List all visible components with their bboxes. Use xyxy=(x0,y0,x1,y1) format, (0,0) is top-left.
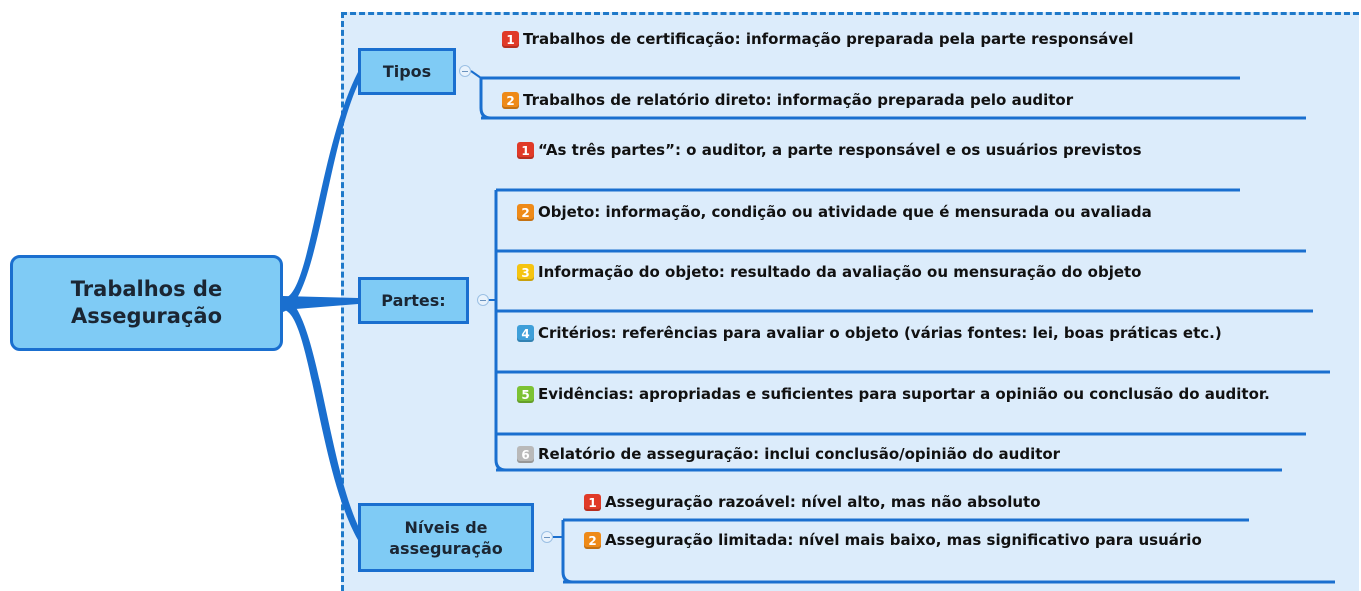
leaf-partes-3[interactable]: 3 Informação do objeto: resultado da ava… xyxy=(517,262,1317,283)
priority-1-icon: 1 xyxy=(502,31,519,48)
leaf-label: Relatório de asseguração: inclui conclus… xyxy=(538,445,1061,463)
branch-tipos[interactable]: Tipos xyxy=(358,48,456,95)
leaf-tipos-2[interactable]: 2 Trabalhos de relatório direto: informa… xyxy=(502,90,1302,111)
leaf-label: Asseguração limitada: nível mais baixo, … xyxy=(605,531,1202,549)
branch-niveis[interactable]: Níveis de asseguração xyxy=(358,503,534,572)
leaf-label: Critérios: referências para avaliar o ob… xyxy=(538,324,1222,342)
priority-6-icon: 6 xyxy=(517,446,534,463)
leaf-partes-2[interactable]: 2 Objeto: informação, condição ou ativid… xyxy=(517,202,1287,223)
central-link-tipos xyxy=(283,72,360,312)
tipos-connectors-trunk xyxy=(479,78,492,120)
leaf-label: Objeto: informação, condição ou atividad… xyxy=(538,203,1152,221)
leaf-partes-5[interactable]: 5 Evidências: apropriadas e suficientes … xyxy=(517,384,1317,405)
leaf-tipos-1[interactable]: 1 Trabalhos de certificação: informação … xyxy=(502,29,1237,50)
leaf-partes-1[interactable]: 1 “As três partes”: o auditor, a parte r… xyxy=(517,140,1252,161)
niveis-connectors-trunk xyxy=(561,520,574,584)
collapse-toggle-niveis[interactable] xyxy=(541,531,553,543)
leaf-label: Trabalhos de certificação: informação pr… xyxy=(523,30,1134,48)
priority-4-icon: 4 xyxy=(517,325,534,342)
collapse-toggle-partes[interactable] xyxy=(477,294,489,306)
central-topic[interactable]: Trabalhos de Asseguração xyxy=(10,255,283,351)
priority-5-icon: 5 xyxy=(517,386,534,403)
priority-2-icon: 2 xyxy=(502,92,519,109)
leaf-partes-6[interactable]: 6 Relatório de asseguração: inclui concl… xyxy=(517,444,1317,465)
branch-partes[interactable]: Partes: xyxy=(358,277,469,324)
leaf-label: “As três partes”: o auditor, a parte res… xyxy=(538,141,1142,159)
leaf-label: Asseguração razoável: nível alto, mas nã… xyxy=(605,493,1041,511)
collapse-toggle-tipos[interactable] xyxy=(459,65,471,77)
priority-2-icon: 2 xyxy=(517,204,534,221)
priority-3-icon: 3 xyxy=(517,264,534,281)
tipos-stub xyxy=(470,70,482,79)
central-link-partes xyxy=(283,296,358,310)
leaf-niveis-1[interactable]: 1 Asseguração razoável: nível alto, mas … xyxy=(584,492,1284,513)
leaf-partes-4[interactable]: 4 Critérios: referências para avaliar o … xyxy=(517,323,1327,344)
central-link-niveis xyxy=(283,296,360,540)
partes-connectors-trunk xyxy=(494,190,507,472)
leaf-label: Informação do objeto: resultado da avali… xyxy=(538,263,1142,281)
leaf-label: Evidências: apropriadas e suficientes pa… xyxy=(538,385,1270,403)
priority-1-icon: 1 xyxy=(517,142,534,159)
priority-1-icon: 1 xyxy=(584,494,601,511)
priority-2-icon: 2 xyxy=(584,532,601,549)
leaf-label: Trabalhos de relatório direto: informaçã… xyxy=(523,91,1074,109)
leaf-niveis-2[interactable]: 2 Asseguração limitada: nível mais baixo… xyxy=(584,530,1319,551)
